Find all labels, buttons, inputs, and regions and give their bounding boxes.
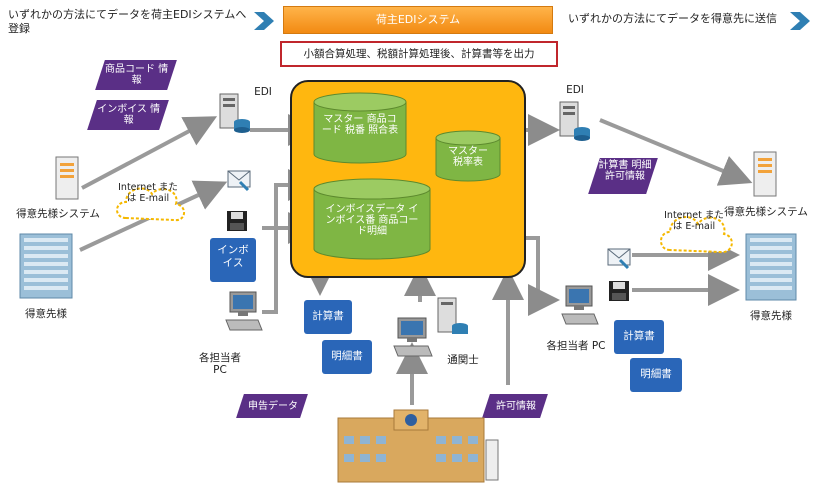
left-edi-label: EDI	[254, 86, 272, 98]
declaration-data-tag: 申告データ	[236, 394, 308, 418]
customer-building-icon	[10, 228, 82, 302]
invoice-document-card: インボイス	[210, 238, 256, 282]
calc-doc-card: 計算書	[304, 300, 352, 334]
right-header-note: いずれかの方法にてデータを得意先に送信	[568, 12, 777, 25]
right-email-icon	[606, 244, 632, 270]
customs-broker-label: 通関士	[447, 354, 479, 366]
invoice-info-tag: インボイス 情報	[87, 100, 169, 130]
chevron-right-icon	[788, 10, 814, 32]
left-customer-system-label: 得意先様システム	[16, 208, 100, 220]
arrow-edi-to-rsys	[599, 118, 753, 186]
master-tax-rate-database: マスター 税率表	[434, 130, 502, 182]
left-customer-label: 得意先様	[25, 308, 67, 320]
detail-doc-card: 明細書	[322, 340, 372, 374]
product-code-info-tag: 商品コード 情報	[95, 60, 177, 90]
right-calc-permit-tag: 計算書 明細 許可情報	[588, 158, 658, 194]
left-header-note: いずれかの方法にてデータを荷主EDIシステムへ登録	[8, 8, 247, 35]
right-pc-label: 各担当者 PC	[546, 340, 606, 352]
master-code-database: マスター 商品コード 税番 照合表	[312, 92, 408, 164]
broker-server-icon	[432, 294, 472, 340]
broker-pc-icon	[392, 316, 436, 360]
right-pc-icon	[560, 284, 600, 328]
invoice-database: インボイスデータ インボイス番 商品コード明細	[312, 178, 432, 260]
left-pc-icon	[224, 290, 264, 336]
edi-server-icon	[214, 90, 254, 136]
process-box: 小額合算処理、税額計算処理後、計算書等を出力	[280, 41, 558, 67]
customs-office-building-icon	[334, 404, 500, 484]
right-customer-building-icon	[736, 228, 806, 304]
internet-cloud-icon: Internet または E-mail	[112, 178, 188, 230]
arrow-core-to-rpc	[522, 236, 560, 316]
right-internet-cloud-icon: Internet または E-mail	[656, 206, 736, 262]
left-pc-label: 各担当者 PC	[199, 352, 241, 376]
right-customer-label: 得意先様	[750, 310, 792, 322]
chevron-right-icon	[252, 10, 278, 32]
right-detail-doc-card: 明細書	[630, 358, 682, 392]
floppy-disk-icon	[226, 210, 248, 232]
email-icon	[226, 166, 252, 192]
right-customer-system-server-icon	[750, 150, 784, 200]
right-calc-doc-card: 計算書	[614, 320, 664, 354]
right-floppy-disk-icon	[608, 280, 630, 302]
edi-system-bar: 荷主EDIシステム	[283, 6, 553, 34]
right-edi-server-icon	[554, 98, 594, 144]
customer-system-server-icon	[52, 155, 86, 203]
right-customer-system-label: 得意先様システム	[724, 206, 808, 218]
arrow-system-to-edi	[81, 116, 218, 190]
right-edi-label: EDI	[566, 84, 584, 96]
